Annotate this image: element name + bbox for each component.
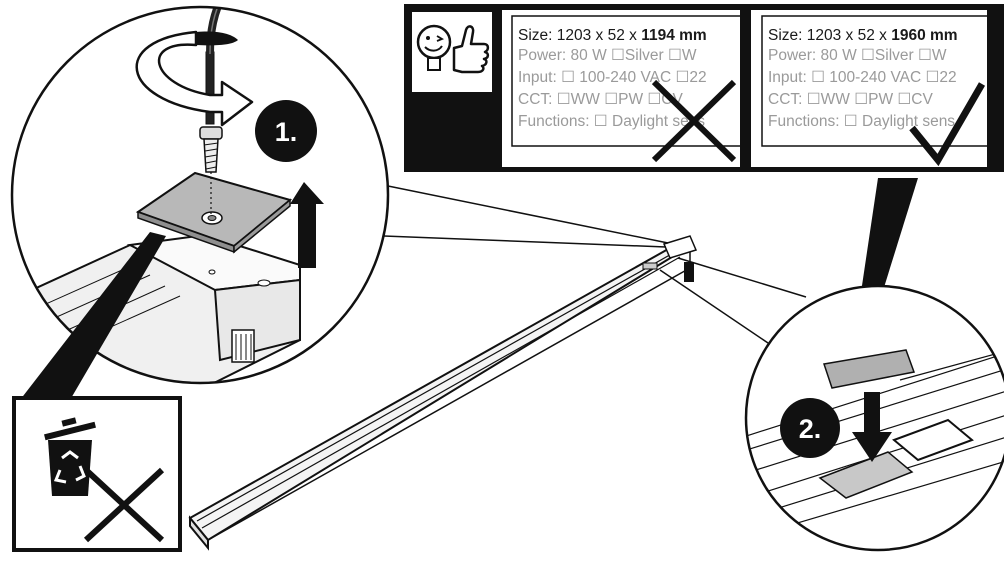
wrong-input-line: Input: ☐ 100-240 VAC ☐22 <box>518 69 707 86</box>
right-size-line: Size: 1203 x 52 x 1960 mm <box>768 27 958 44</box>
callout-line-1 <box>387 185 669 244</box>
cover-plate <box>135 171 293 254</box>
right-label-card: Size: 1203 x 52 x 1960 mm Power: 80 W ☐S… <box>751 10 987 167</box>
new-label <box>823 349 916 389</box>
idea-bulb-thumbs-up-icon <box>412 12 492 92</box>
right-detail-circle: 2. <box>744 284 1004 552</box>
cross-mark-icon <box>651 79 737 163</box>
pointer-to-bin <box>20 232 166 400</box>
label-panel: Size: 1203 x 52 x 1194 mm Power: 80 W ☐S… <box>404 4 1004 172</box>
wrong-cct-line: CCT: ☐WW ☐PW ☐CV <box>518 91 683 108</box>
callout-line-4 <box>677 257 807 298</box>
right-power-line: Power: 80 W ☐Silver ☐W <box>768 47 947 64</box>
down-arrow-icon <box>852 392 892 462</box>
up-arrow-icon <box>290 182 324 268</box>
callout-line-2 <box>383 235 667 248</box>
step-1-number: 1. <box>275 117 298 147</box>
left-detail-circle: 1. <box>10 5 390 385</box>
wrong-size-line: Size: 1203 x 52 x 1194 mm <box>518 27 707 44</box>
bin-cross-icon <box>83 467 165 543</box>
check-mark-icon <box>909 82 986 167</box>
step-1-badge: 1. <box>255 100 317 162</box>
recycle-bin-icon <box>44 417 96 496</box>
hex-key-icon <box>205 7 226 125</box>
discard-box <box>12 396 182 552</box>
wrong-functions-line: Functions: ☐ Daylight sens <box>518 113 705 130</box>
step-2-badge: 2. <box>780 398 840 458</box>
label-target-spot <box>818 451 914 499</box>
led-profile <box>188 235 698 551</box>
right-functions-line: Functions: ☐ Daylight sens <box>768 113 955 130</box>
wrong-power-line: Power: 80 W ☐Silver ☐W <box>518 47 697 64</box>
right-input-line: Input: ☐ 100-240 VAC ☐22 <box>768 69 957 86</box>
screw-icon <box>199 126 223 214</box>
rotate-arrow-icon <box>135 30 254 127</box>
callout-line-3 <box>659 269 769 344</box>
existing-label <box>892 418 974 462</box>
right-cct-line: CCT: ☐WW ☐PW ☐CV <box>768 91 933 108</box>
wrong-label-card: Size: 1203 x 52 x 1194 mm Power: 80 W ☐S… <box>502 10 740 167</box>
step-2-number: 2. <box>799 414 822 444</box>
